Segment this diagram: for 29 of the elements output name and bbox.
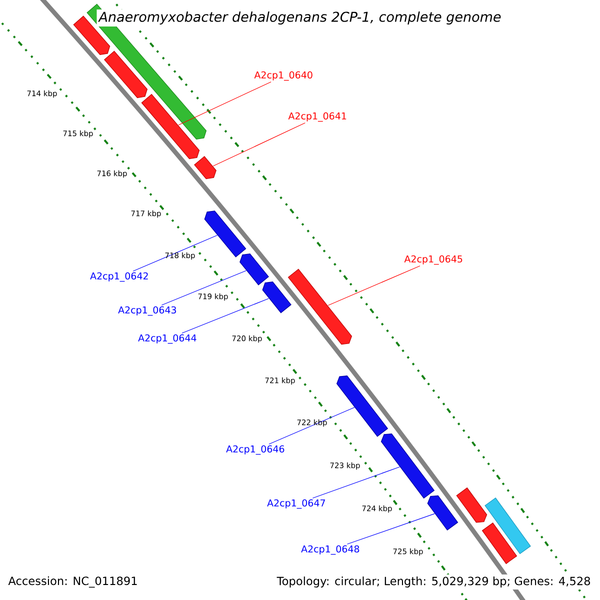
leader-line — [132, 234, 218, 272]
leader-line — [178, 82, 272, 126]
gene-feature — [482, 522, 518, 564]
gene-label: A2cp1_0642 — [90, 272, 148, 282]
gene-label: A2cp1_0648 — [301, 545, 360, 555]
gene-label: A2cp1_0645 — [404, 255, 462, 265]
leader-line — [182, 298, 270, 334]
leader-line — [212, 122, 306, 166]
gene-label: A2cp1_0640 — [254, 71, 312, 81]
leader-line — [346, 513, 435, 544]
gene-feature — [204, 210, 246, 258]
gene-label: A2cp1_0641 — [288, 112, 346, 122]
gene-label: A2cp1_0643 — [118, 306, 176, 316]
leader-line — [312, 466, 400, 498]
leader-line — [161, 270, 247, 306]
gene-label: A2cp1_0644 — [138, 334, 196, 344]
gene-feature — [262, 282, 292, 314]
genome-info-text: Topology: circular; Length: 5,029,329 bp; Genes: 4,528 — [274, 574, 593, 590]
leader-line — [328, 266, 420, 306]
gene-label: A2cp1_0647 — [267, 499, 325, 509]
title: Anaeromyxobacter dehalogenans 2CP-1, complete genome — [96, 9, 504, 27]
gene-label: A2cp1_0646 — [226, 445, 284, 455]
gene-feature — [240, 254, 269, 286]
gene-feature — [288, 268, 352, 345]
gene-feature — [427, 495, 458, 531]
accession-text: Accession: NC_011891 — [6, 574, 140, 590]
gene-feature — [380, 433, 435, 499]
leader-line — [268, 407, 355, 444]
gene-feature — [194, 156, 216, 180]
